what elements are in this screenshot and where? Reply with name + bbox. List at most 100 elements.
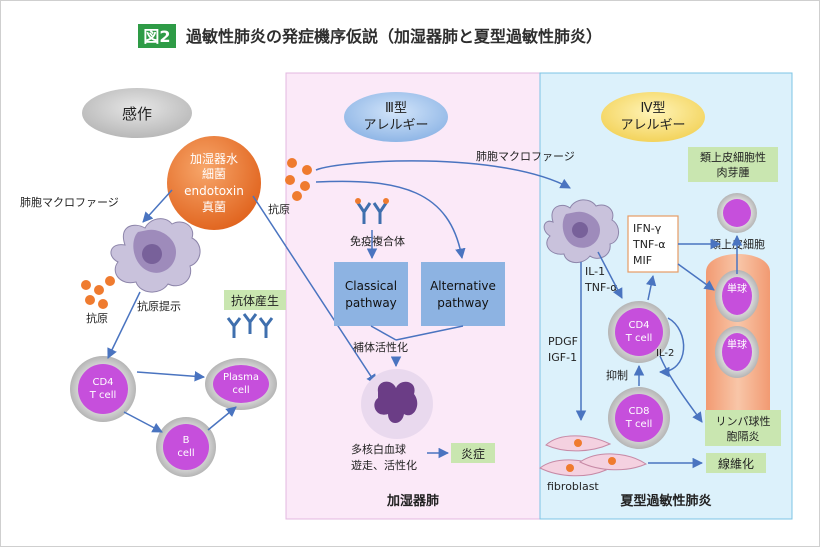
antibody-icons [226,313,274,338]
figure-title-text: 過敏性肺炎の発症機序仮説（加湿器肺と夏型過敏性肺炎） [185,27,602,46]
infection-oval [82,88,192,138]
arrow-macrophage-to-cd4 [597,251,623,299]
source-line-3: endotoxin [184,184,244,198]
alternative-line-2: pathway [437,296,489,310]
il1-line-2: TNF-α [584,281,618,294]
right-macrophage [543,199,619,263]
classical-pathway-box [334,262,408,326]
cytokine-2: TNF-α [632,238,666,251]
lymphocytic-line-1: リンパ球性 [716,414,771,428]
fibroblasts [539,435,648,477]
suppression-label: 抑制 [606,368,628,382]
left-macrophage [110,218,201,293]
antibody-production-box [224,290,286,310]
figure-badge-bg [138,24,176,48]
cd8-line-2: T cell [625,419,653,430]
inflammation-box [451,443,495,463]
left-cd4-cell [78,364,128,414]
plasma-line-2: cell [232,385,249,396]
classical-line-2: pathway [345,296,397,310]
b-cell-line-1: B [183,435,190,446]
middle-antigen-dots [285,158,312,201]
cytokine-1: IFN-γ [633,222,662,235]
antibody-production-label: 抗体産生 [231,293,279,308]
classical-line-1: Classical [345,279,397,293]
lymphocytic-box [705,410,781,446]
monocyte-1 [722,277,752,315]
arrow-cd4-to-lymphocytic [659,355,703,423]
humidifier-source-circle [167,136,261,230]
cytokine-3: MIF [633,254,652,267]
b-cell [163,424,209,470]
antigen-presentation-label: 抗原提示 [137,299,181,313]
pdgf-line-2: IGF-1 [548,351,577,364]
left-cd4-line-2: T cell [89,390,117,401]
granuloma-line-2: 肉芽腫 [717,165,750,179]
connector-alternative [395,325,464,341]
type3-line-1: Ⅲ型 [385,101,407,116]
neutrophil-nucleus [374,381,418,423]
neutrophil-line-1: 多核白血球 [351,442,406,456]
middle-arrows [315,160,571,459]
alternative-pathway-box [421,262,505,326]
right-footer: 夏型過敏性肺炎 [619,493,711,509]
right-cd4-line-2: T cell [625,333,653,344]
right-macrophage-label: 肺胞マクロファージ [476,150,575,163]
neutrophil-line-2: 遊走、活性化 [351,458,417,472]
immune-complex-antigen-1 [355,198,361,204]
source-line-4: 真菌 [202,200,226,214]
right-cd4-line-1: CD4 [628,320,649,331]
arrow-source-to-macrophage [142,189,173,223]
arrow-bcell-to-plasma [207,406,237,431]
type4-line-1: Ⅳ型 [641,101,666,116]
figure-badge: 図2 [143,27,170,46]
inflammation-label: 炎症 [461,446,485,461]
monocyte-2-label: 単球 [727,338,747,351]
alternative-line-1: Alternative [430,279,496,293]
arrow-cd4-to-plasma [136,371,206,382]
right-cd4-cell [615,308,663,356]
source-line-2: 細菌 [202,167,226,181]
fibrosis-label: 線維化 [718,456,754,471]
b-cell-line-2: cell [177,448,194,459]
left-macrophage-label: 肺胞マクロファージ [20,196,119,209]
lymphocytic-line-2: 胞隔炎 [727,430,760,443]
monocyte-1-label: 単球 [727,282,747,295]
figure-title: 図2 過敏性肺炎の発症機序仮説（加湿器肺と夏型過敏性肺炎） [138,24,602,48]
arrow-cytokines-to-monocyte [677,263,715,291]
fibroblast-label: fibroblast [547,480,599,493]
middle-footer: 加湿器肺 [386,493,439,509]
type4-oval [601,92,705,142]
arrow-macrophage-to-cd4 [107,291,141,359]
type3-oval [344,92,448,142]
complement-label: 補体活性化 [353,340,408,354]
immune-complex-icon [356,202,388,224]
plasma-cell [213,365,269,403]
granuloma-line-1: 類上皮細胞性 [700,150,766,164]
il1-line-1: IL-1 [585,265,605,278]
arrow-cd4-to-bcell [123,411,163,433]
type3-line-2: アレルギー [363,118,428,133]
epithelioid-cell [723,199,751,227]
arrow-cd4-to-cytokines [645,274,657,301]
left-antigen-dots [81,276,115,309]
cd8-cell [615,394,663,442]
plasma-line-1: Plasma [223,372,259,383]
fibrosis-box [706,453,766,473]
arrow-antigen-to-right-macrophage [315,160,571,189]
il2-label: IL-2 [656,348,674,359]
arrow-source-to-neutrophil [252,195,377,385]
source-line-1: 加湿器水 [190,151,238,166]
connector-classical [370,325,397,341]
infection-label: 感作 [122,105,152,123]
cd8-line-1: CD8 [628,406,649,417]
monocyte-2 [722,333,752,371]
type4-line-2: アレルギー [620,118,685,133]
arrow-antigen-to-alternative [315,180,466,260]
left-antigen-label: 抗原 [86,311,108,325]
pdgf-line-1: PDGF [548,335,578,348]
immune-complex-antigen-2 [383,198,389,204]
left-cd4-line-1: CD4 [92,377,113,388]
